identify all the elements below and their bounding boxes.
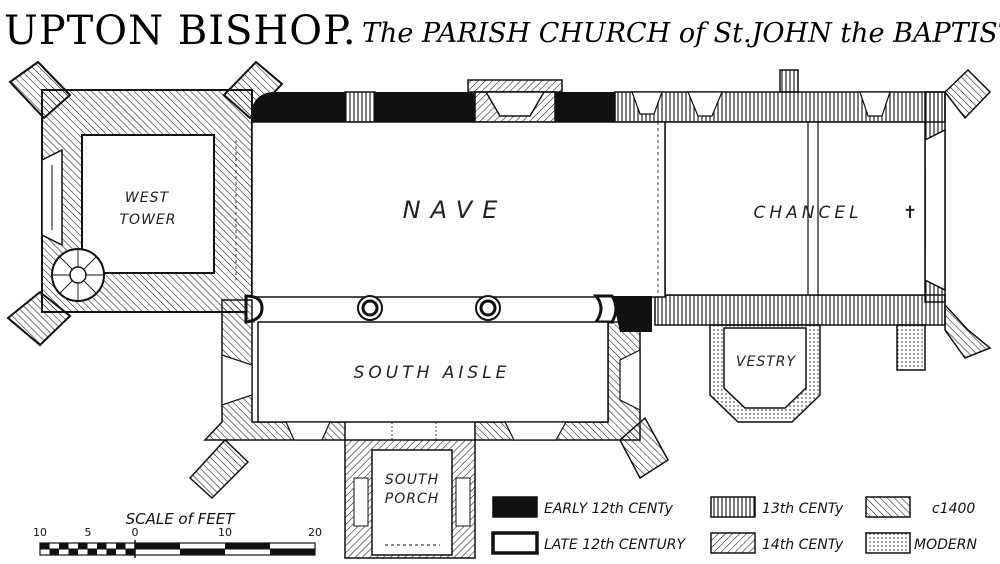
scale-title: SCALE of FEET: [126, 510, 237, 528]
west-tower: [6, 60, 284, 347]
legend-label-c1400: c1400: [932, 501, 975, 517]
chancel-cross-icon: ✝: [903, 203, 921, 223]
vestry: [709, 324, 821, 423]
legend-swatch-13th: [710, 496, 756, 518]
nave-label: NAVE: [403, 196, 508, 224]
chancel-label: CHANCEL: [753, 203, 862, 223]
scale-tick-label: 20: [308, 526, 322, 539]
title-subtitle: The PARISH CHURCH of St.JOHN the BAPTIST: [362, 18, 1000, 49]
legend-swatch-c1400: [865, 496, 911, 518]
west-tower-label-line2: TOWER: [120, 212, 177, 228]
nave: [235, 121, 666, 298]
south-aisle-label: SOUTH AISLE: [354, 363, 511, 383]
legend-label-early-12th: EARLY 12th CENTy: [544, 501, 674, 517]
arcade: [244, 294, 652, 332]
legend-label-14th: 14th CENTy: [762, 537, 844, 553]
scale-tick-label: 10: [33, 526, 47, 539]
scale-tick-label: 0: [132, 526, 139, 539]
legend-swatch-early-12th: [492, 496, 538, 518]
west-tower-label-line1: WEST: [125, 190, 170, 206]
south-porch: [344, 439, 476, 559]
legend-swatch-late-12th: [491, 531, 539, 555]
nave-north-wall: [252, 79, 615, 123]
south-porch-label-line2: PORCH: [385, 491, 440, 507]
legend-label-modern: MODERN: [914, 537, 977, 553]
scale-tick-label: 10: [218, 526, 232, 539]
legend-label-13th: 13th CENTy: [762, 501, 844, 517]
legend-label-late-12th: LATE 12th CENTURY: [544, 537, 686, 553]
legend-swatch-14th: [710, 532, 756, 554]
legend-swatch-modern: [865, 532, 911, 554]
vestry-label: VESTRY: [736, 354, 797, 370]
south-aisle: [188, 299, 669, 500]
scale-tick-label: 5: [85, 526, 92, 539]
scale-bar: SCALE of FEET 10 5 0 10 20: [33, 510, 322, 558]
title-main: UPTON BISHOP.: [4, 8, 357, 54]
south-porch-label-line1: SOUTH: [385, 472, 439, 488]
chancel-walls: [614, 68, 992, 371]
legend: EARLY 12th CENTy 13th CENTy c1400 LATE 1…: [491, 496, 977, 555]
